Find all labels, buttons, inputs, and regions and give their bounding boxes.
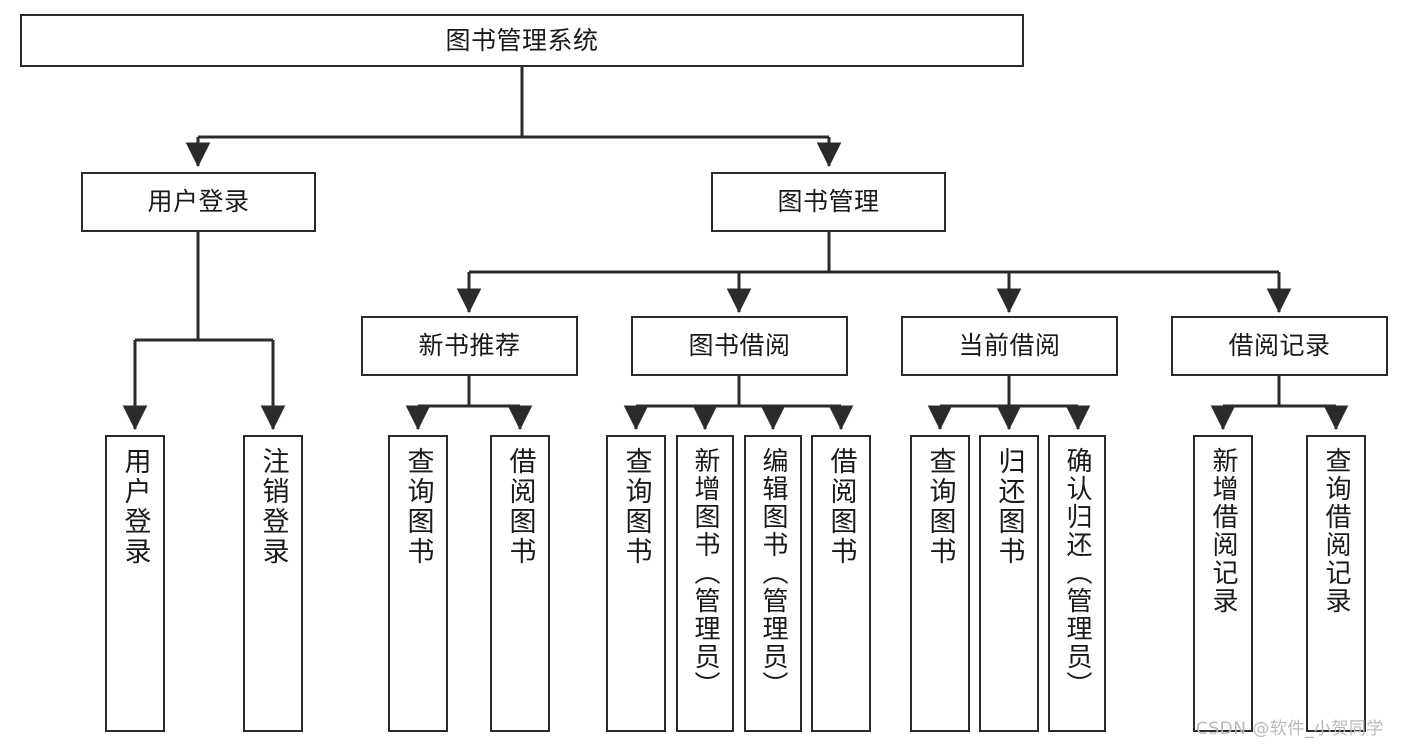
node-leaf-user-login[interactable]: 用户登录 bbox=[105, 435, 165, 732]
node-leaf-add-book-label: 新增图书（管理员） bbox=[690, 447, 720, 699]
node-leaf-borrow-book-2-label: 借阅图书 bbox=[825, 447, 857, 567]
node-book-borrow[interactable]: 图书借阅 bbox=[631, 316, 848, 376]
node-book-borrow-label: 图书借阅 bbox=[688, 331, 791, 361]
node-book-manage[interactable]: 图书管理 bbox=[711, 172, 946, 232]
node-leaf-add-record[interactable]: 新增借阅记录 bbox=[1193, 435, 1253, 732]
node-leaf-confirm-return-label: 确认归还（管理员） bbox=[1062, 447, 1092, 699]
node-leaf-add-record-label: 新增借阅记录 bbox=[1208, 447, 1238, 615]
node-leaf-query-record[interactable]: 查询借阅记录 bbox=[1306, 435, 1366, 732]
node-borrow-record-label: 借阅记录 bbox=[1228, 331, 1331, 361]
node-leaf-query-book-3-label: 查询图书 bbox=[924, 447, 956, 567]
node-leaf-logout-label: 注销登录 bbox=[257, 447, 289, 567]
node-new-book-rec[interactable]: 新书推荐 bbox=[361, 316, 578, 376]
node-leaf-query-book-3[interactable]: 查询图书 bbox=[910, 435, 970, 732]
node-leaf-return-book[interactable]: 归还图书 bbox=[979, 435, 1039, 732]
node-user-login[interactable]: 用户登录 bbox=[81, 172, 316, 232]
node-leaf-add-book[interactable]: 新增图书（管理员） bbox=[676, 435, 734, 732]
node-leaf-confirm-return[interactable]: 确认归还（管理员） bbox=[1048, 435, 1106, 732]
node-leaf-logout[interactable]: 注销登录 bbox=[243, 435, 303, 732]
node-leaf-borrow-book-1-label: 借阅图书 bbox=[504, 447, 536, 567]
node-root[interactable]: 图书管理系统 bbox=[20, 14, 1024, 67]
node-leaf-query-book-1-label: 查询图书 bbox=[402, 447, 434, 567]
node-leaf-borrow-book-1[interactable]: 借阅图书 bbox=[490, 435, 550, 732]
node-current-borrow-label: 当前借阅 bbox=[958, 331, 1061, 361]
node-user-login-label: 用户登录 bbox=[147, 187, 250, 217]
node-borrow-record[interactable]: 借阅记录 bbox=[1171, 316, 1388, 376]
node-leaf-user-login-label: 用户登录 bbox=[119, 447, 151, 567]
node-leaf-borrow-book-2[interactable]: 借阅图书 bbox=[811, 435, 871, 732]
node-leaf-edit-book-label: 编辑图书（管理员） bbox=[758, 447, 788, 699]
node-leaf-query-record-label: 查询借阅记录 bbox=[1321, 447, 1351, 615]
node-book-manage-label: 图书管理 bbox=[777, 187, 880, 217]
node-leaf-query-book-2-label: 查询图书 bbox=[620, 447, 652, 567]
node-root-label: 图书管理系统 bbox=[445, 25, 599, 55]
node-leaf-query-book-2[interactable]: 查询图书 bbox=[606, 435, 666, 732]
node-leaf-edit-book[interactable]: 编辑图书（管理员） bbox=[744, 435, 802, 732]
node-leaf-return-book-label: 归还图书 bbox=[993, 447, 1025, 567]
node-new-book-rec-label: 新书推荐 bbox=[418, 331, 521, 361]
node-leaf-query-book-1[interactable]: 查询图书 bbox=[388, 435, 448, 732]
node-current-borrow[interactable]: 当前借阅 bbox=[901, 316, 1118, 376]
